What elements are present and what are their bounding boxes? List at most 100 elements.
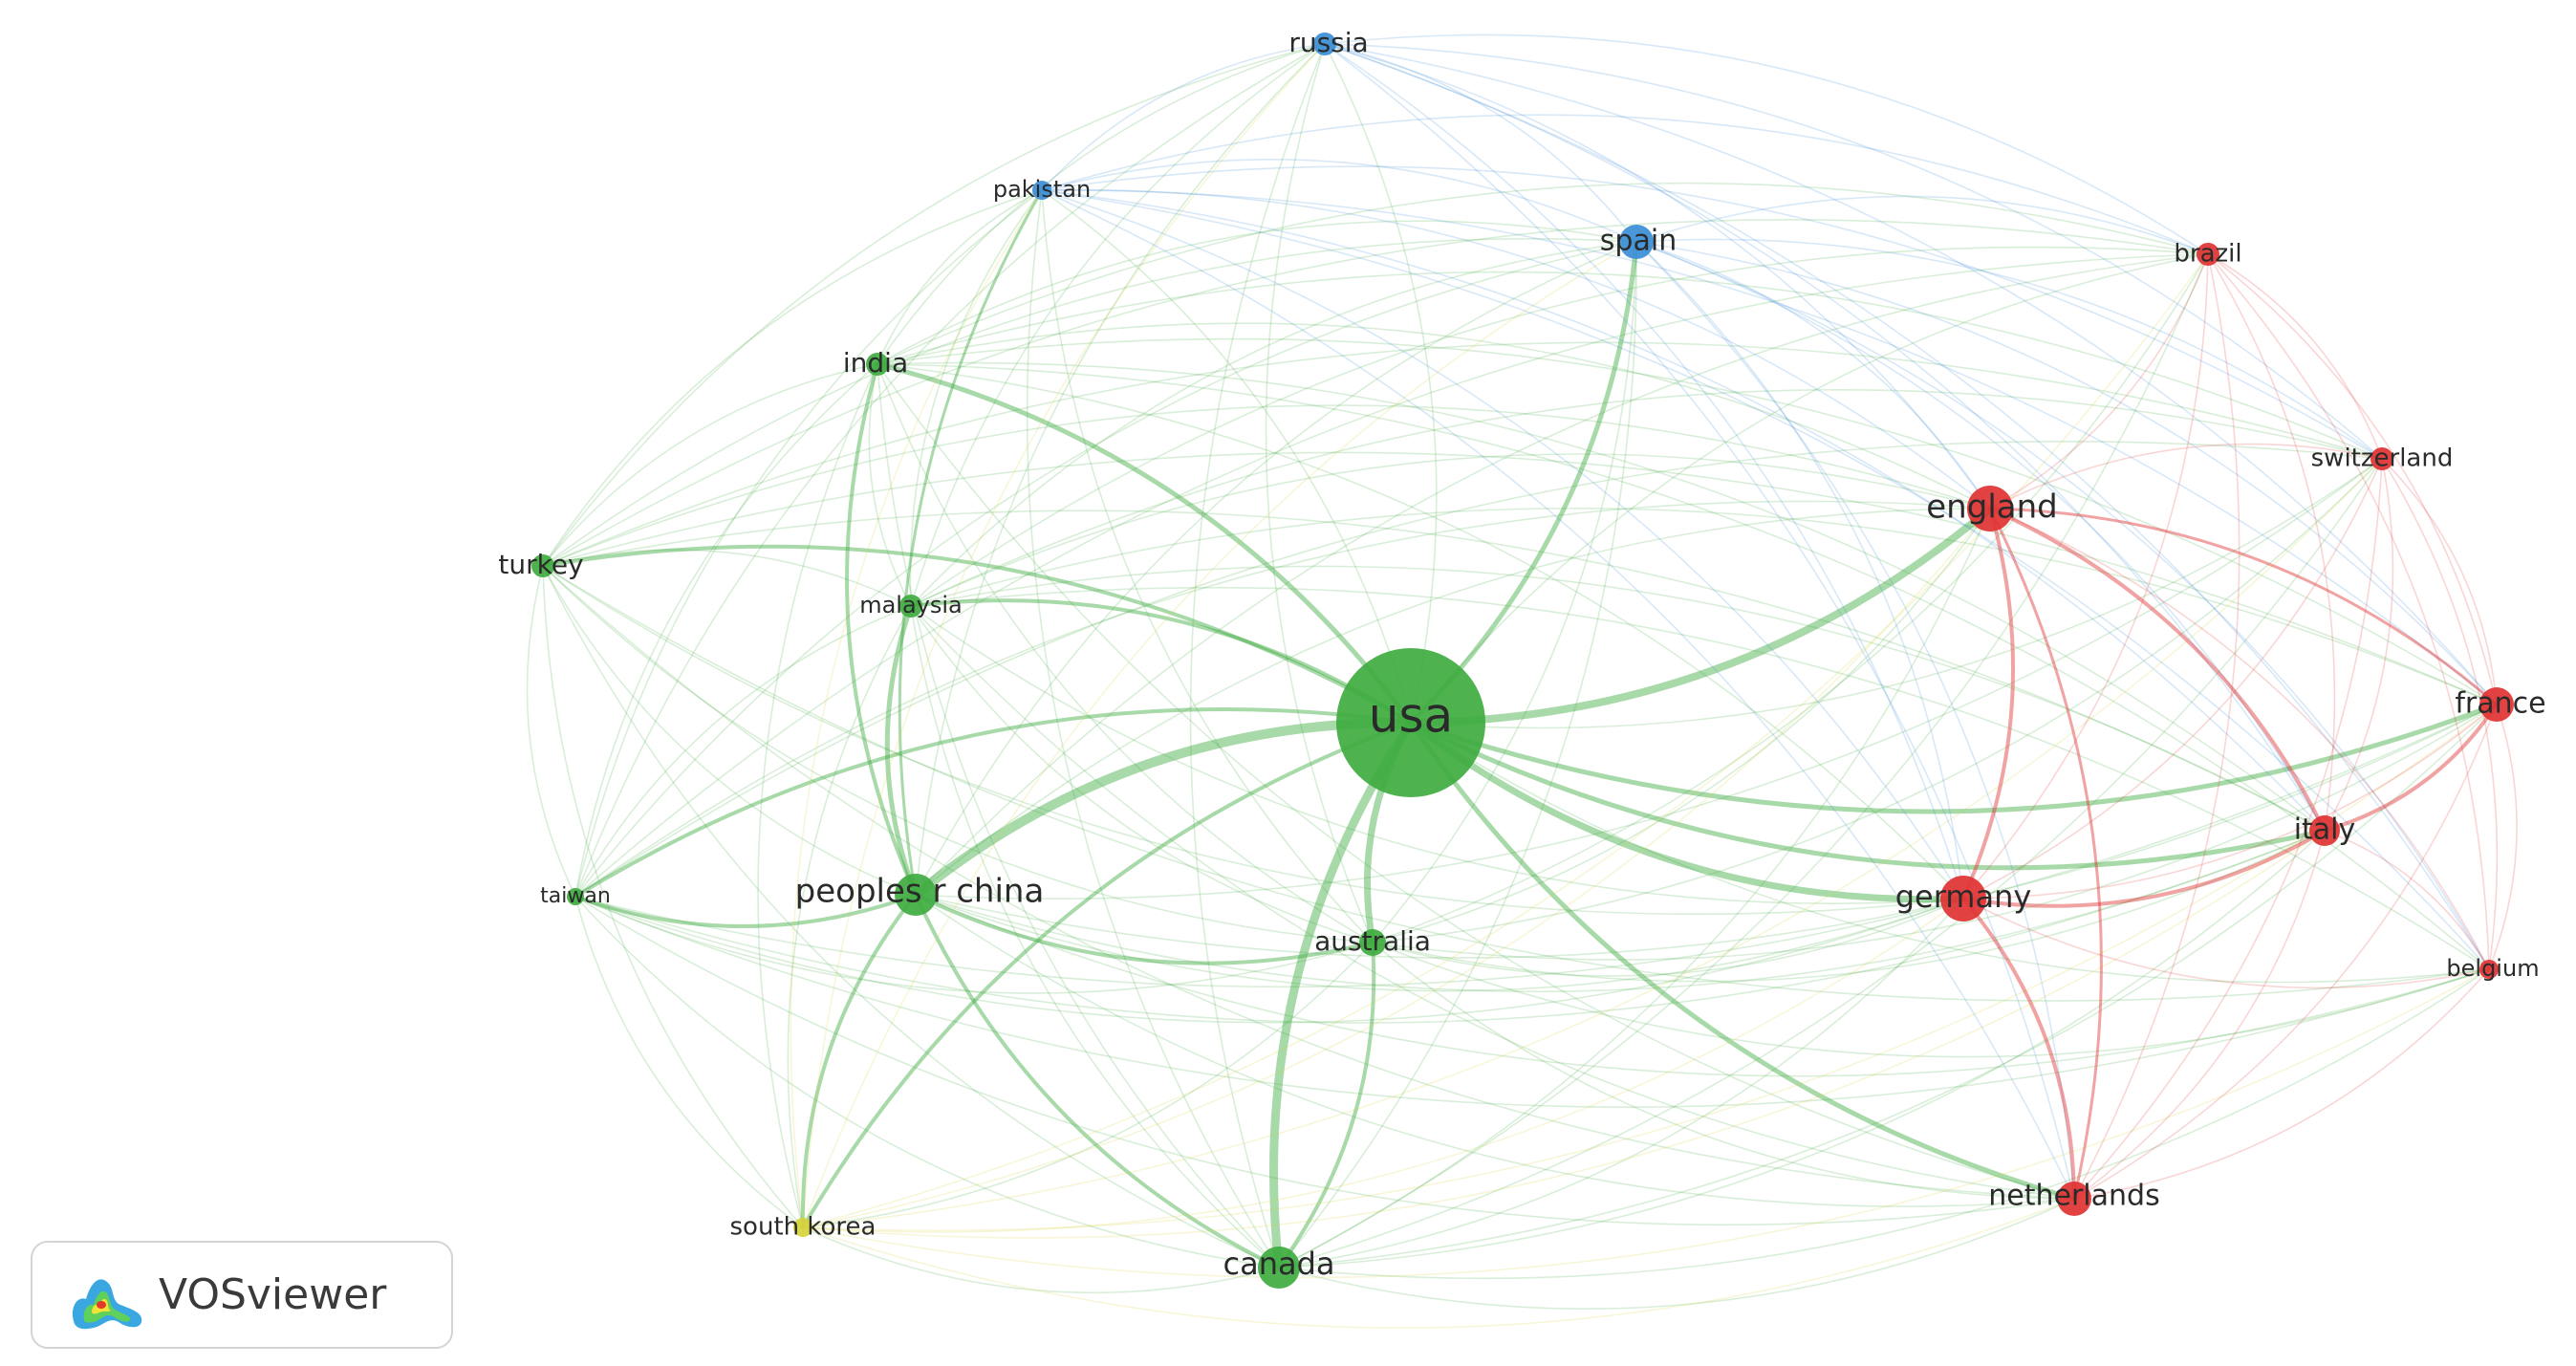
link-india-belgium — [877, 363, 2490, 970]
node-india[interactable] — [866, 353, 889, 376]
link-spain-france — [1635, 241, 2498, 705]
link-taiwan-england — [574, 500, 1991, 898]
node-france[interactable] — [2479, 687, 2514, 722]
link-germany-belgium — [1962, 898, 2490, 989]
link-russia-france — [1324, 43, 2498, 705]
link-taiwan-russia — [574, 43, 1326, 898]
node-belgium[interactable] — [2479, 960, 2499, 979]
link-taiwan-belgium — [574, 896, 2490, 1108]
link-india-pakistan — [877, 189, 1043, 365]
link-peoples-r-china-france — [915, 704, 2498, 959]
node-label-pakistan: pakistan — [993, 176, 1091, 203]
node-label-taiwan: taiwan — [540, 884, 611, 908]
node-pakistan[interactable] — [1032, 181, 1051, 200]
link-australia-pakistan — [1041, 189, 1374, 943]
node-netherlands[interactable] — [2057, 1182, 2091, 1216]
link-usa-italy — [1408, 720, 2327, 871]
link-south-korea-germany — [802, 898, 1964, 1233]
node-italy[interactable] — [2309, 815, 2340, 846]
link-canada-spain — [1278, 241, 1637, 1268]
link-australia-canada — [1277, 941, 1376, 1269]
link-brazil-belgium — [2207, 253, 2490, 970]
node-germany[interactable] — [1940, 876, 1986, 922]
link-canada-italy — [1278, 830, 2326, 1268]
node-peoples-r-china[interactable] — [895, 874, 937, 916]
link-australia-spain — [1372, 241, 1637, 943]
link-russia-england — [1324, 43, 1991, 510]
link-australia-belgium — [1372, 942, 2490, 1058]
link-peoples-r-china-russia — [915, 43, 1326, 896]
link-pakistan-england — [1041, 188, 1991, 510]
link-south-korea-italy — [802, 830, 2326, 1239]
node-malaysia[interactable] — [899, 595, 922, 618]
node-russia[interactable] — [1313, 33, 1336, 55]
link-south-korea-pakistan — [790, 189, 1043, 1228]
link-south-korea-belgium — [802, 968, 2490, 1279]
link-peoples-r-china-malaysia — [884, 603, 919, 898]
link-taiwan-netherlands — [574, 896, 2075, 1226]
link-brazil-england — [1989, 253, 2209, 510]
link-peoples-r-china-germany — [915, 894, 1964, 992]
node-label-belgium: belgium — [2446, 955, 2539, 982]
node-canada[interactable] — [1258, 1247, 1300, 1289]
node-australia[interactable] — [1359, 929, 1386, 956]
link-canada-pakistan — [1026, 189, 1280, 1268]
link-spain-brazil — [1635, 195, 2209, 255]
link-pakistan-switzerland — [1041, 165, 2383, 460]
link-india-south-korea — [757, 363, 878, 1228]
link-turkey-italy — [542, 510, 2326, 832]
link-malaysia-south-korea — [787, 605, 912, 1228]
link-usa-spain — [1408, 239, 1639, 726]
link-malaysia-france — [910, 507, 2498, 705]
link-france-italy — [2323, 703, 2499, 833]
link-usa-france — [1408, 702, 2500, 814]
link-peoples-r-china-taiwan — [574, 893, 918, 929]
node-usa[interactable] — [1336, 648, 1485, 797]
node-taiwan[interactable] — [567, 888, 584, 905]
link-england-netherlands — [1988, 507, 2103, 1201]
link-switzerland-germany — [1962, 458, 2383, 900]
node-label-italy: italy — [2294, 813, 2356, 847]
link-australia-brazil — [1372, 253, 2209, 943]
node-label-india: india — [843, 347, 908, 379]
link-peoples-r-china-switzerland — [915, 458, 2383, 900]
node-label-netherlands: netherlands — [1988, 1180, 2159, 1213]
link-belgium-netherlands — [2073, 968, 2490, 1200]
link-turkey-taiwan — [526, 565, 576, 898]
link-brazil-netherlands — [2073, 253, 2240, 1200]
link-pakistan-spain — [1041, 158, 1637, 243]
node-turkey[interactable] — [531, 554, 554, 577]
node-switzerland[interactable] — [2370, 447, 2393, 470]
node-label-canada: canada — [1223, 1246, 1334, 1282]
link-turkey-spain — [542, 237, 1637, 567]
node-england[interactable] — [1967, 486, 2013, 531]
link-south-korea-england — [802, 508, 1991, 1228]
node-brazil[interactable] — [2197, 243, 2219, 266]
node-south-korea[interactable] — [793, 1218, 812, 1237]
link-india-brazil — [877, 182, 2209, 365]
node-spain[interactable] — [1619, 225, 1654, 259]
link-pakistan-france — [1041, 189, 2498, 705]
link-usa-russia — [1324, 43, 1438, 724]
link-brazil-germany — [1962, 253, 2209, 900]
link-england-italy — [1988, 507, 2327, 833]
link-brazil-italy — [2207, 253, 2336, 832]
link-south-korea-russia — [802, 43, 1326, 1228]
link-spain-germany — [1635, 241, 1964, 900]
vosviewer-logo-icon — [72, 1278, 142, 1329]
node-label-peoples-r-china: peoples r china — [795, 873, 1045, 911]
link-australia-netherlands — [1372, 942, 2075, 1200]
link-switzerland-netherlands — [2073, 458, 2383, 1200]
link-russia-germany — [1324, 43, 1964, 900]
link-pakistan-italy — [1041, 189, 2326, 832]
link-south-korea-france — [802, 704, 2498, 1232]
link-malaysia-belgium — [910, 586, 2490, 970]
link-malaysia-italy — [910, 565, 2326, 832]
link-south-korea-netherlands — [802, 1198, 2075, 1329]
link-usa-india — [875, 361, 1414, 726]
link-spain-netherlands — [1635, 241, 2075, 1200]
link-pakistan-belgium — [1041, 189, 2490, 970]
link-russia-pakistan — [1041, 43, 1326, 191]
link-usa-germany — [1407, 719, 1967, 903]
